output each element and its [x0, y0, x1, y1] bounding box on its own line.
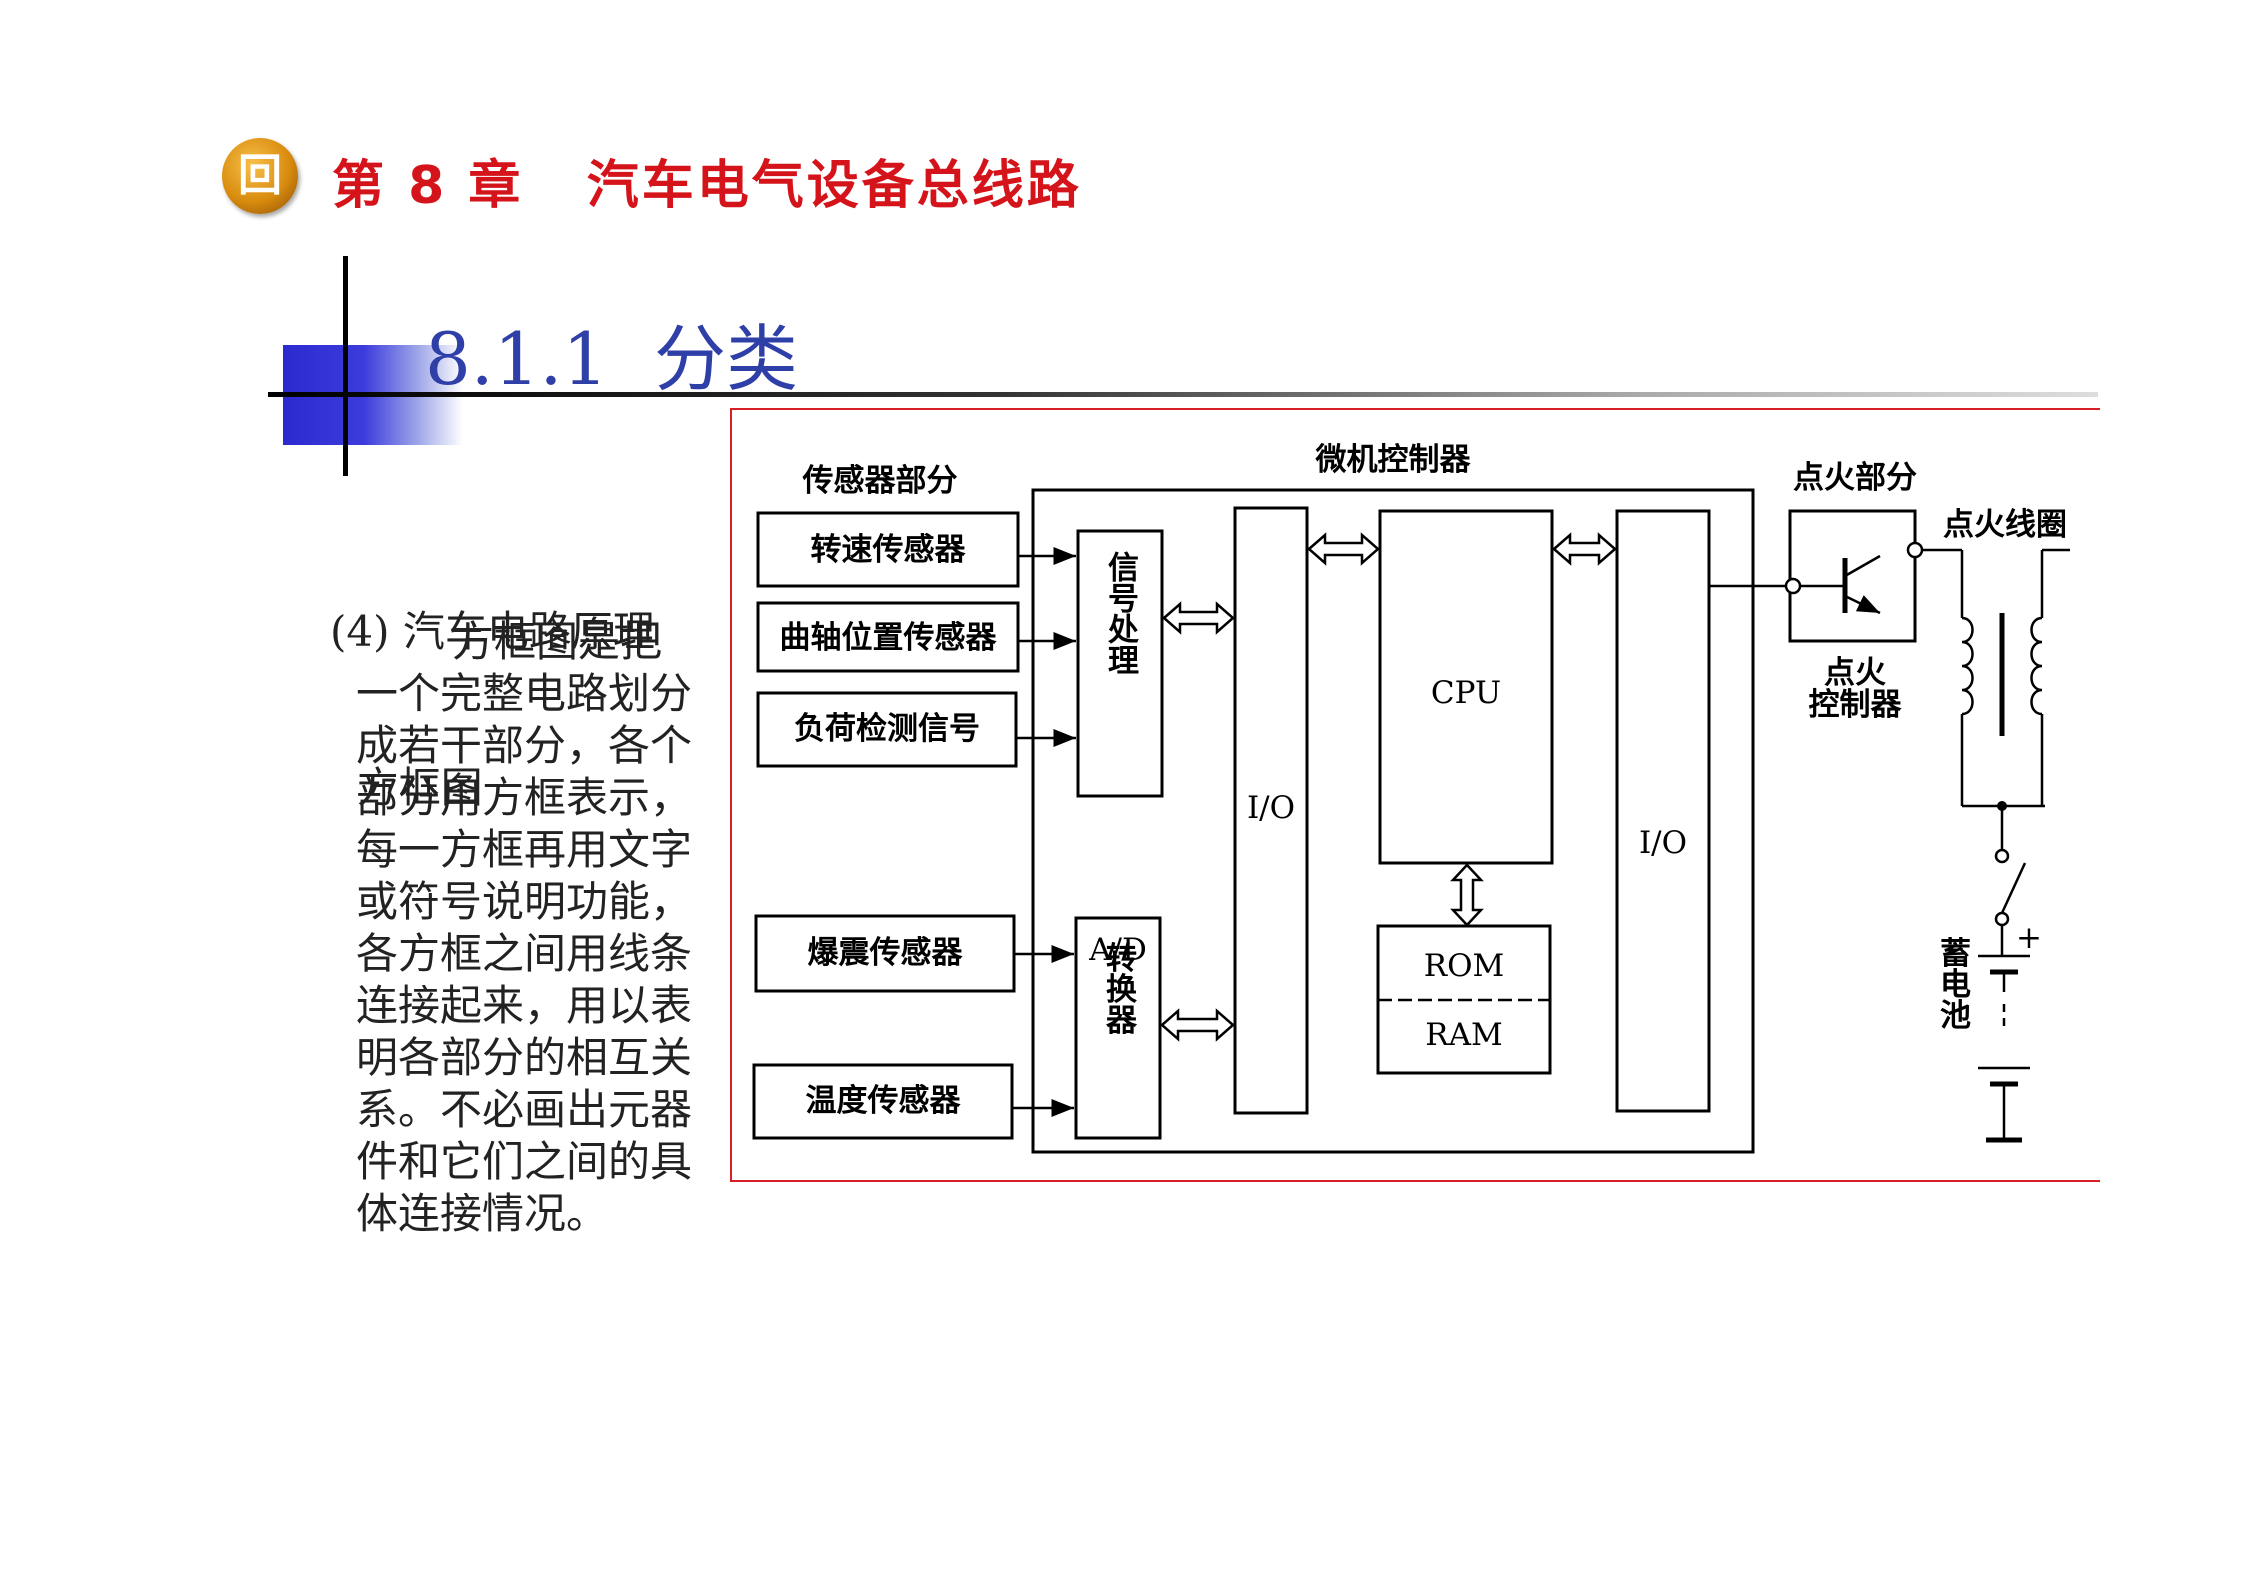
block-diagram: 传感器部分 微机控制器 点火部分 点火线圈 转速传感器 曲轴位置传感器 负荷检测… [752, 442, 2070, 1154]
text-heading-line-2: 方框图 [330, 763, 483, 812]
diagram-frame [730, 408, 2100, 1182]
svg-text:负荷检测信号: 负荷检测信号 [794, 711, 980, 747]
svg-text:曲轴位置传感器: 曲轴位置传感器 [780, 620, 998, 656]
ad-converter-label: 转换器 [1100, 942, 1138, 1035]
io-right-box: I/O [1615, 509, 1711, 1113]
ad-label: A/D [1088, 932, 1147, 968]
sensor-knock: 爆震传感器 [754, 914, 1016, 993]
sensor-rpm: 转速传感器 [756, 511, 1020, 588]
svg-text:转速传感器: 转速传感器 [811, 532, 967, 568]
battery-plus-label: + [2016, 920, 2042, 956]
signal-processing-label: 信号处理 [1102, 551, 1140, 675]
ignition-coil-label: 点火线圈 [1943, 507, 2067, 543]
rom-label: ROM [1424, 948, 1505, 984]
input-terminal-icon [1784, 577, 1802, 595]
section-title: 8.1.1 分类 [425, 317, 798, 401]
chapter-title: 第 8 章 汽车电气设备总线路 [332, 156, 1082, 216]
text-heading-line-1: (4) 汽车电路原理 [330, 607, 655, 656]
transistor-icon [1800, 554, 1881, 615]
io-left-box: I/O [1233, 506, 1309, 1115]
ignition-switch-icon [1994, 806, 2027, 956]
sensor-temperature: 温度传感器 [752, 1063, 1014, 1140]
ignition-section-label: 点火部分 [1793, 460, 1917, 496]
svg-text:I/O: I/O [1639, 825, 1687, 861]
battery-icon: + 蓄电池 [1934, 920, 2042, 1143]
svg-text:I/O: I/O [1247, 790, 1295, 826]
chapter-icon: 回 [222, 138, 298, 214]
sensor-crankshaft: 曲轴位置传感器 [756, 601, 1020, 673]
text-body: 方框图是把一个完整电路划分成若干部分，各个部分用方框表示，每一方框再用文字或符号… [356, 617, 693, 1238]
controller-section-label: 微机控制器 [1315, 442, 1472, 478]
signal-processing-box: 信号处理 [1076, 529, 1164, 798]
ram-label: RAM [1425, 1017, 1502, 1053]
section-horizontal-rule [268, 392, 2098, 397]
output-terminal-icon [1906, 541, 1924, 559]
ignition-controller: 点火 控制器 [1784, 509, 1924, 723]
cpu-box: CPU [1378, 509, 1554, 865]
ad-converter-box: A/D 转换器 [1074, 916, 1162, 1140]
section-vertical-rule [343, 256, 348, 476]
svg-text:温度传感器: 温度传感器 [806, 1083, 962, 1119]
ignition-coil-icon [1922, 548, 2070, 811]
ignition-controller-label-1: 点火 [1824, 655, 1886, 691]
text-heading: (4) 汽车电路原理 方框图 [330, 502, 655, 866]
sensor-arrows [1012, 547, 1076, 1117]
bus-arrows [1160, 532, 1617, 1042]
battery-label: 蓄电池 [1934, 937, 1971, 1030]
svg-text:CPU: CPU [1431, 675, 1501, 711]
sensor-load: 负荷检测信号 [756, 691, 1018, 768]
sensor-section-label: 传感器部分 [802, 463, 958, 499]
svg-text:爆震传感器: 爆震传感器 [808, 935, 964, 971]
ignition-controller-label-2: 控制器 [1809, 687, 1903, 723]
memory-box: ROM RAM [1376, 924, 1552, 1075]
